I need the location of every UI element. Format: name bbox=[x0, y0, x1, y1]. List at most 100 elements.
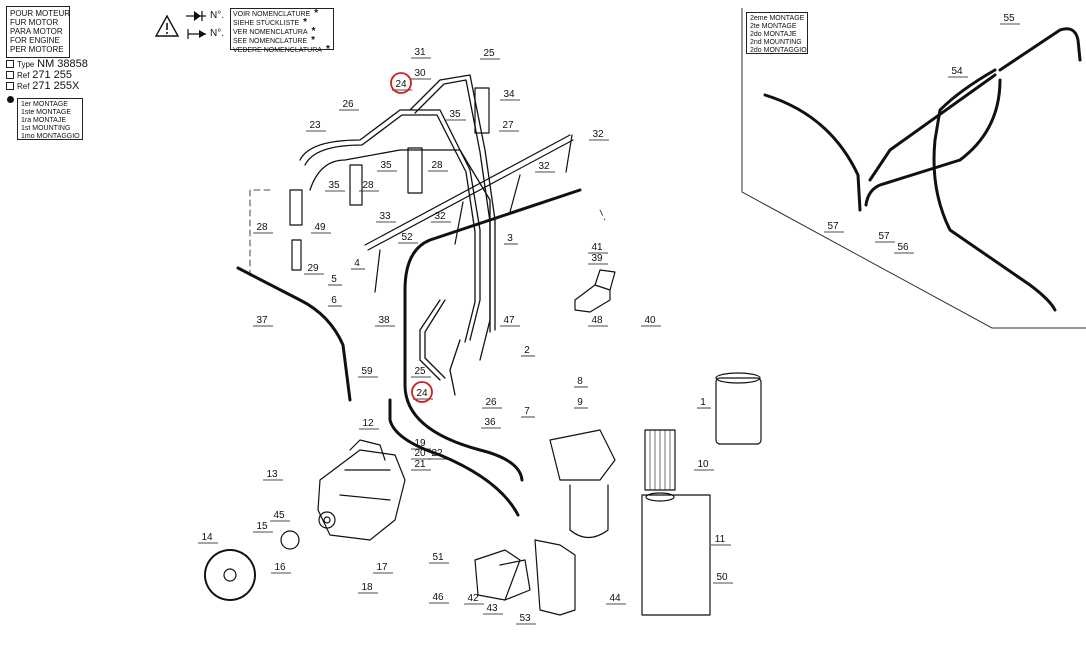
callout-number: 8 bbox=[577, 376, 583, 387]
checkbox-icon bbox=[6, 82, 14, 90]
asterisk: * bbox=[311, 35, 316, 46]
warning-triangle-icon bbox=[154, 14, 180, 37]
part-callout-52: 52 bbox=[398, 232, 418, 244]
callout-number: 55 bbox=[1003, 13, 1015, 24]
callout-number: 28 bbox=[431, 160, 443, 171]
callout-number: 24 bbox=[395, 79, 407, 90]
part-callout-35: 35 bbox=[446, 109, 466, 121]
inset-feed-line bbox=[932, 68, 1057, 312]
part-callout-23: 23 bbox=[306, 120, 326, 132]
leak-off-rail bbox=[364, 134, 571, 246]
part-callout-59: 59 bbox=[358, 366, 378, 378]
part-callout-35: 35 bbox=[377, 160, 397, 172]
injector-pipe bbox=[449, 339, 461, 396]
engine-line: FUR MOTOR bbox=[10, 18, 59, 27]
mounting-dot-icon bbox=[7, 96, 14, 103]
nomenclature-line: VEDERE NOMENCLATURA* bbox=[233, 44, 331, 55]
callout-number: 25 bbox=[483, 48, 495, 59]
callout-number: 7 bbox=[524, 406, 530, 417]
part-callout-27: 27 bbox=[499, 120, 519, 132]
callout-number: 31 bbox=[414, 47, 426, 58]
nomenclature-text: SEE NOMENCLATURE bbox=[233, 38, 308, 45]
callout-number: 50 bbox=[716, 572, 728, 583]
highlight-circle bbox=[390, 72, 412, 94]
part-callout-30: 30 bbox=[411, 68, 431, 80]
part-callout-53: 53 bbox=[516, 613, 536, 625]
second-mount-line: 2do MONTAGGIO bbox=[750, 47, 807, 54]
callout-number: 41 bbox=[591, 242, 603, 253]
callout-number: 14 bbox=[201, 532, 213, 543]
callout-number: 59 bbox=[361, 366, 373, 377]
second-mount-line: 2do MONTAJE bbox=[750, 31, 797, 38]
checkbox-icon bbox=[6, 71, 14, 79]
callout-number: 16 bbox=[274, 562, 286, 573]
feed-line-main bbox=[403, 188, 582, 482]
callout-number: 46 bbox=[432, 592, 444, 603]
callout-number: 34 bbox=[503, 89, 515, 100]
part-callout-26: 26 bbox=[339, 99, 359, 111]
second-mount-line: 2nd MOUNTING bbox=[750, 39, 802, 46]
seal-kit-card bbox=[641, 494, 711, 616]
callout-number: 20 bbox=[414, 448, 426, 459]
callout-number: 49 bbox=[314, 222, 326, 233]
filter-cartridge bbox=[715, 377, 762, 445]
part-callout-20: 20 bbox=[411, 448, 431, 460]
part-callout-11: 11 bbox=[711, 534, 731, 546]
ref-value: NM 38858 bbox=[37, 58, 88, 70]
number-label: N°. bbox=[210, 28, 224, 39]
inset-feed-line bbox=[998, 27, 1082, 72]
mounting-line: 1mo MONTAGGIO bbox=[21, 133, 80, 140]
ref-value: 271 255X bbox=[32, 80, 80, 92]
callout-number: 26 bbox=[485, 397, 497, 408]
engine-line: POUR MOTEUR bbox=[10, 9, 70, 18]
callout-number: 57 bbox=[827, 221, 839, 232]
callout-number: 53 bbox=[519, 613, 531, 624]
part-callout-54: 54 bbox=[948, 66, 968, 78]
engine-line: PARA MOTOR bbox=[10, 27, 63, 36]
o-ring bbox=[280, 530, 300, 550]
part-callout-16: 16 bbox=[271, 562, 291, 574]
injector-pipe bbox=[424, 299, 446, 379]
part-callout-31: 31 bbox=[411, 47, 431, 59]
callout-number: 28 bbox=[256, 222, 268, 233]
engine-line: PER MOTORE bbox=[10, 45, 64, 54]
part-callout-18: 18 bbox=[358, 582, 378, 594]
part-callout-19: 19 bbox=[411, 438, 431, 450]
highlight-circle bbox=[411, 381, 433, 403]
part-callout-4: 4 bbox=[351, 258, 365, 270]
callout-number: 9 bbox=[577, 397, 583, 408]
part-callout-21: 21 bbox=[411, 459, 431, 471]
filter-bracket bbox=[534, 539, 576, 616]
part-callout-25: 25 bbox=[411, 366, 431, 378]
ref-prefix: Ref bbox=[17, 82, 30, 91]
callout-number: 29 bbox=[307, 263, 319, 274]
nomenclature-text: VEDERE NOMENCLATURA bbox=[233, 47, 322, 54]
part-callout-32: 32 bbox=[589, 129, 609, 141]
mounting-box: 1er MONTAGE 1ste MONTAGE 1ra MONTAJE 1st… bbox=[17, 98, 83, 140]
callout-number: 52 bbox=[401, 232, 413, 243]
asterisk: * bbox=[311, 26, 316, 37]
part-callout-26: 26 bbox=[482, 397, 502, 409]
part-callout-22: 22 bbox=[428, 448, 448, 460]
callout-number: 45 bbox=[273, 510, 285, 521]
part-callout-34: 34 bbox=[500, 89, 520, 101]
callout-number: 51 bbox=[432, 552, 444, 563]
part-callout-51: 51 bbox=[429, 552, 449, 564]
second-mount-line: 2eme MONTAGE bbox=[750, 15, 805, 22]
pump-gear bbox=[204, 549, 256, 601]
callout-number: 32 bbox=[434, 211, 446, 222]
engine-box: POUR MOTEUR FUR MOTOR PARA MOTOR FOR ENG… bbox=[6, 6, 70, 58]
callout-number: 35 bbox=[449, 109, 461, 120]
arrow-bar-icon bbox=[187, 29, 206, 39]
callout-number: 1 bbox=[700, 397, 706, 408]
part-callout-25: 25 bbox=[480, 48, 500, 60]
callout-number: 37 bbox=[256, 315, 268, 326]
callout-number: 56 bbox=[897, 242, 909, 253]
injector-pipe bbox=[299, 109, 481, 341]
ref-number: Ref 271 255X bbox=[6, 81, 79, 92]
part-callout-37: 37 bbox=[253, 315, 273, 327]
part-callout-36: 36 bbox=[481, 417, 501, 429]
asterisk: * bbox=[325, 44, 330, 55]
